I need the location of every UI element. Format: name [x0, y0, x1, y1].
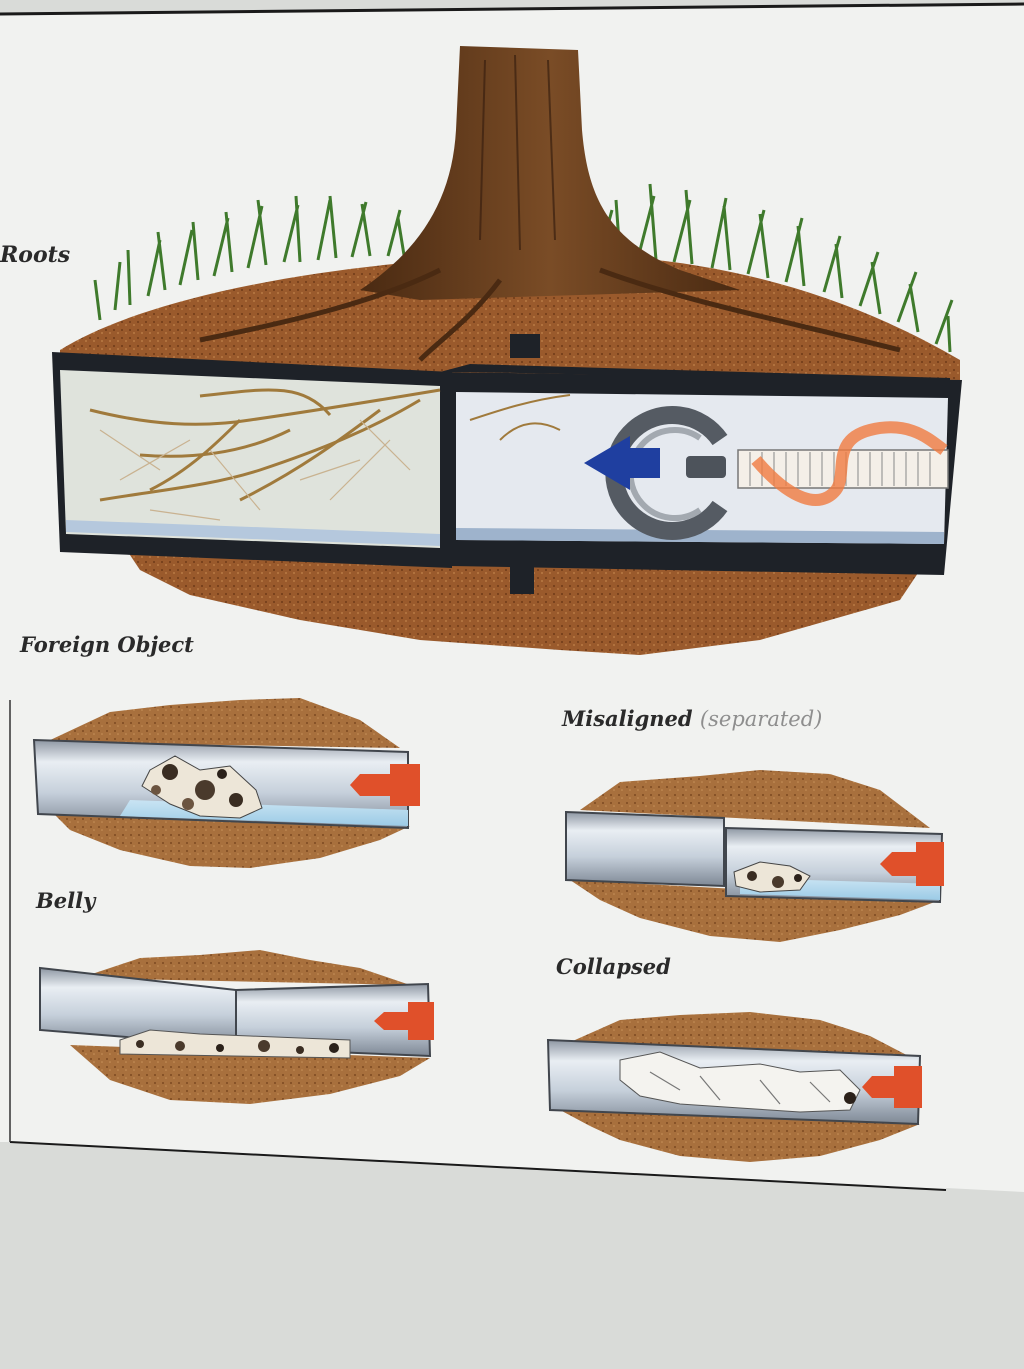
- mis-pipe-left: [565, 810, 725, 888]
- top-rule: [0, 2, 1024, 16]
- root-cutter-tool: [584, 406, 949, 540]
- tree-trunk: [360, 46, 740, 300]
- left-pipe-interior: [60, 370, 440, 548]
- bottom-rule: [9, 1141, 947, 1191]
- label-roots: Roots: [0, 242, 71, 268]
- trunk-grain: [479, 54, 556, 251]
- left-pipe-water: [66, 520, 440, 546]
- pipe-collar-top: [440, 364, 950, 382]
- intruding-roots: [89, 388, 441, 502]
- fo-flow-arrow: [350, 764, 420, 806]
- roots-illustration: [52, 46, 962, 655]
- direction-arrow-blue: [584, 436, 660, 490]
- label-foreign-object: Foreign Object: [20, 632, 194, 657]
- col-rubble: [619, 1051, 861, 1113]
- pipe-hub-bottom: [510, 566, 534, 594]
- mis-debris: [733, 861, 811, 893]
- fo-debris: [141, 755, 263, 819]
- grass: [93, 183, 954, 353]
- belly-flow-arrow: [374, 1002, 434, 1040]
- label-misaligned-note: (separated): [699, 707, 823, 731]
- belly-illustration: [39, 950, 434, 1104]
- label-belly: Belly: [36, 888, 96, 913]
- collapsed-illustration: [546, 1012, 922, 1162]
- col-flow-arrow: [862, 1066, 922, 1108]
- surface-roots: [199, 267, 901, 362]
- label-misaligned: Misaligned (separated): [562, 706, 822, 731]
- mis-flow-arrow: [880, 842, 944, 886]
- right-pipe-water: [456, 528, 944, 544]
- foreign-object-illustration: [32, 698, 420, 868]
- upper-soil: [60, 255, 960, 380]
- fine-roots: [99, 419, 411, 521]
- misaligned-illustration: [565, 770, 944, 942]
- label-collapsed: Collapsed: [556, 954, 671, 979]
- belly-debris: [119, 1029, 351, 1059]
- label-misaligned-main: Misaligned: [562, 706, 693, 731]
- roots-past-joint: [469, 394, 571, 441]
- rotation-indicator: [751, 421, 948, 506]
- pipe-hub-top: [510, 334, 540, 358]
